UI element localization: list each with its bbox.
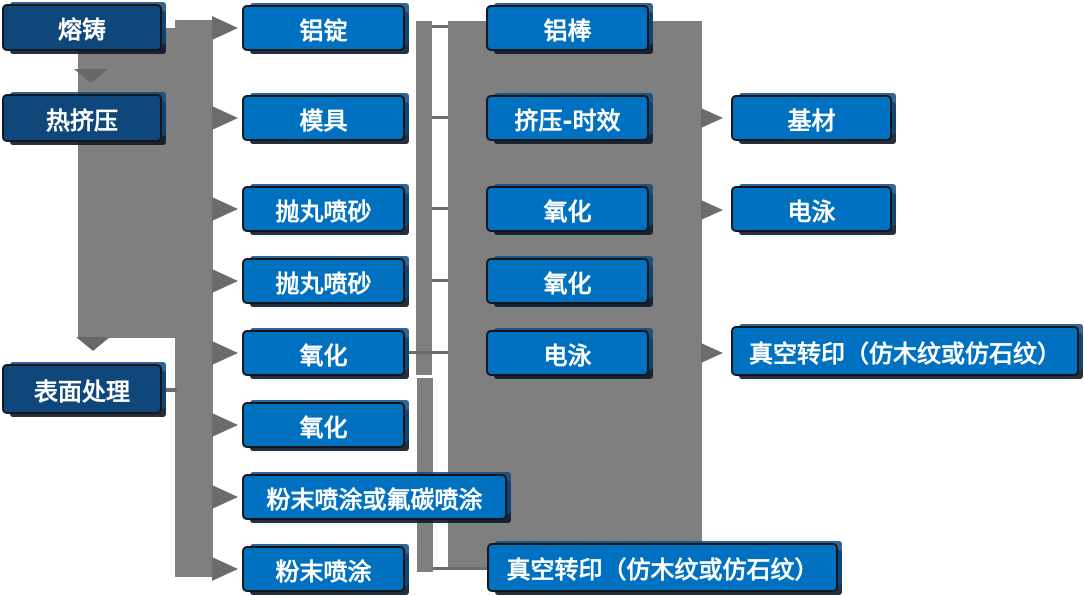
node-aluminum-ingot: 铝锭	[242, 5, 405, 51]
node-aluminum-rod: 铝棒	[486, 5, 649, 51]
arrow-down-to-surface-treatment-icon	[76, 337, 110, 351]
node-powder-coating: 粉末喷涂	[242, 546, 405, 592]
node-base-material: 基材	[731, 95, 892, 141]
node-melting-casting: 熔铸	[2, 4, 162, 51]
connector-line-mold-row	[432, 116, 448, 119]
arrow-right-to-vacuum-transfer-icon	[701, 343, 723, 363]
connector-line-aluminum-ingot-row	[432, 25, 448, 28]
connector-line-surface-treatment	[160, 388, 177, 392]
node-oxidation-col3-a: 氧化	[486, 186, 649, 232]
node-oxidation-col2-a: 氧化	[242, 330, 405, 376]
connector-line-oxidation-row	[405, 351, 448, 354]
connector-left-spine	[175, 20, 213, 577]
connector-line-shot-blasting-1-row	[432, 207, 448, 210]
node-electrophoresis-right: 电泳	[731, 186, 892, 232]
arrow-right-to-electrophoresis-icon	[701, 200, 723, 220]
connector-mid-bar-upper	[416, 21, 432, 375]
arrow-right-to-powder-coating-icon	[212, 557, 238, 581]
node-vacuum-transfer-bottom: 真空转印（仿木纹或仿石纹）	[487, 543, 838, 592]
arrow-down-to-hot-extrusion-icon	[74, 69, 108, 83]
connector-line-powder-to-vacuum-transfer	[433, 567, 487, 570]
node-extrusion-aging: 挤压-时效	[486, 95, 649, 141]
node-shot-blasting-2: 抛丸喷砂	[242, 258, 405, 304]
node-mold: 模具	[242, 95, 405, 141]
arrow-right-to-oxidation-b-icon	[212, 413, 238, 437]
node-powder-or-fluorocarbon-coating: 粉末喷涂或氟碳喷涂	[242, 474, 507, 520]
node-vacuum-transfer-right: 真空转印（仿木纹或仿石纹）	[731, 326, 1079, 376]
node-electrophoresis-mid: 电泳	[486, 330, 649, 376]
arrow-right-to-aluminum-ingot-icon	[212, 16, 238, 40]
arrow-right-to-shot-blasting-1-icon	[212, 197, 238, 221]
node-oxidation-col3-b: 氧化	[486, 258, 649, 304]
arrow-right-to-shot-blasting-2-icon	[212, 269, 238, 293]
arrow-right-to-powder-fluorocarbon-icon	[212, 485, 238, 509]
connector-line-shot-blasting-2-row	[432, 279, 448, 282]
arrow-right-to-mold-icon	[212, 106, 238, 130]
arrow-right-to-oxidation-a-icon	[212, 341, 238, 365]
node-shot-blasting-1: 抛丸喷砂	[242, 186, 405, 232]
node-hot-extrusion: 热挤压	[2, 94, 162, 142]
node-surface-treatment: 表面处理	[2, 364, 162, 414]
arrow-right-to-base-material-icon	[701, 108, 723, 128]
node-oxidation-col2-b: 氧化	[242, 402, 405, 448]
